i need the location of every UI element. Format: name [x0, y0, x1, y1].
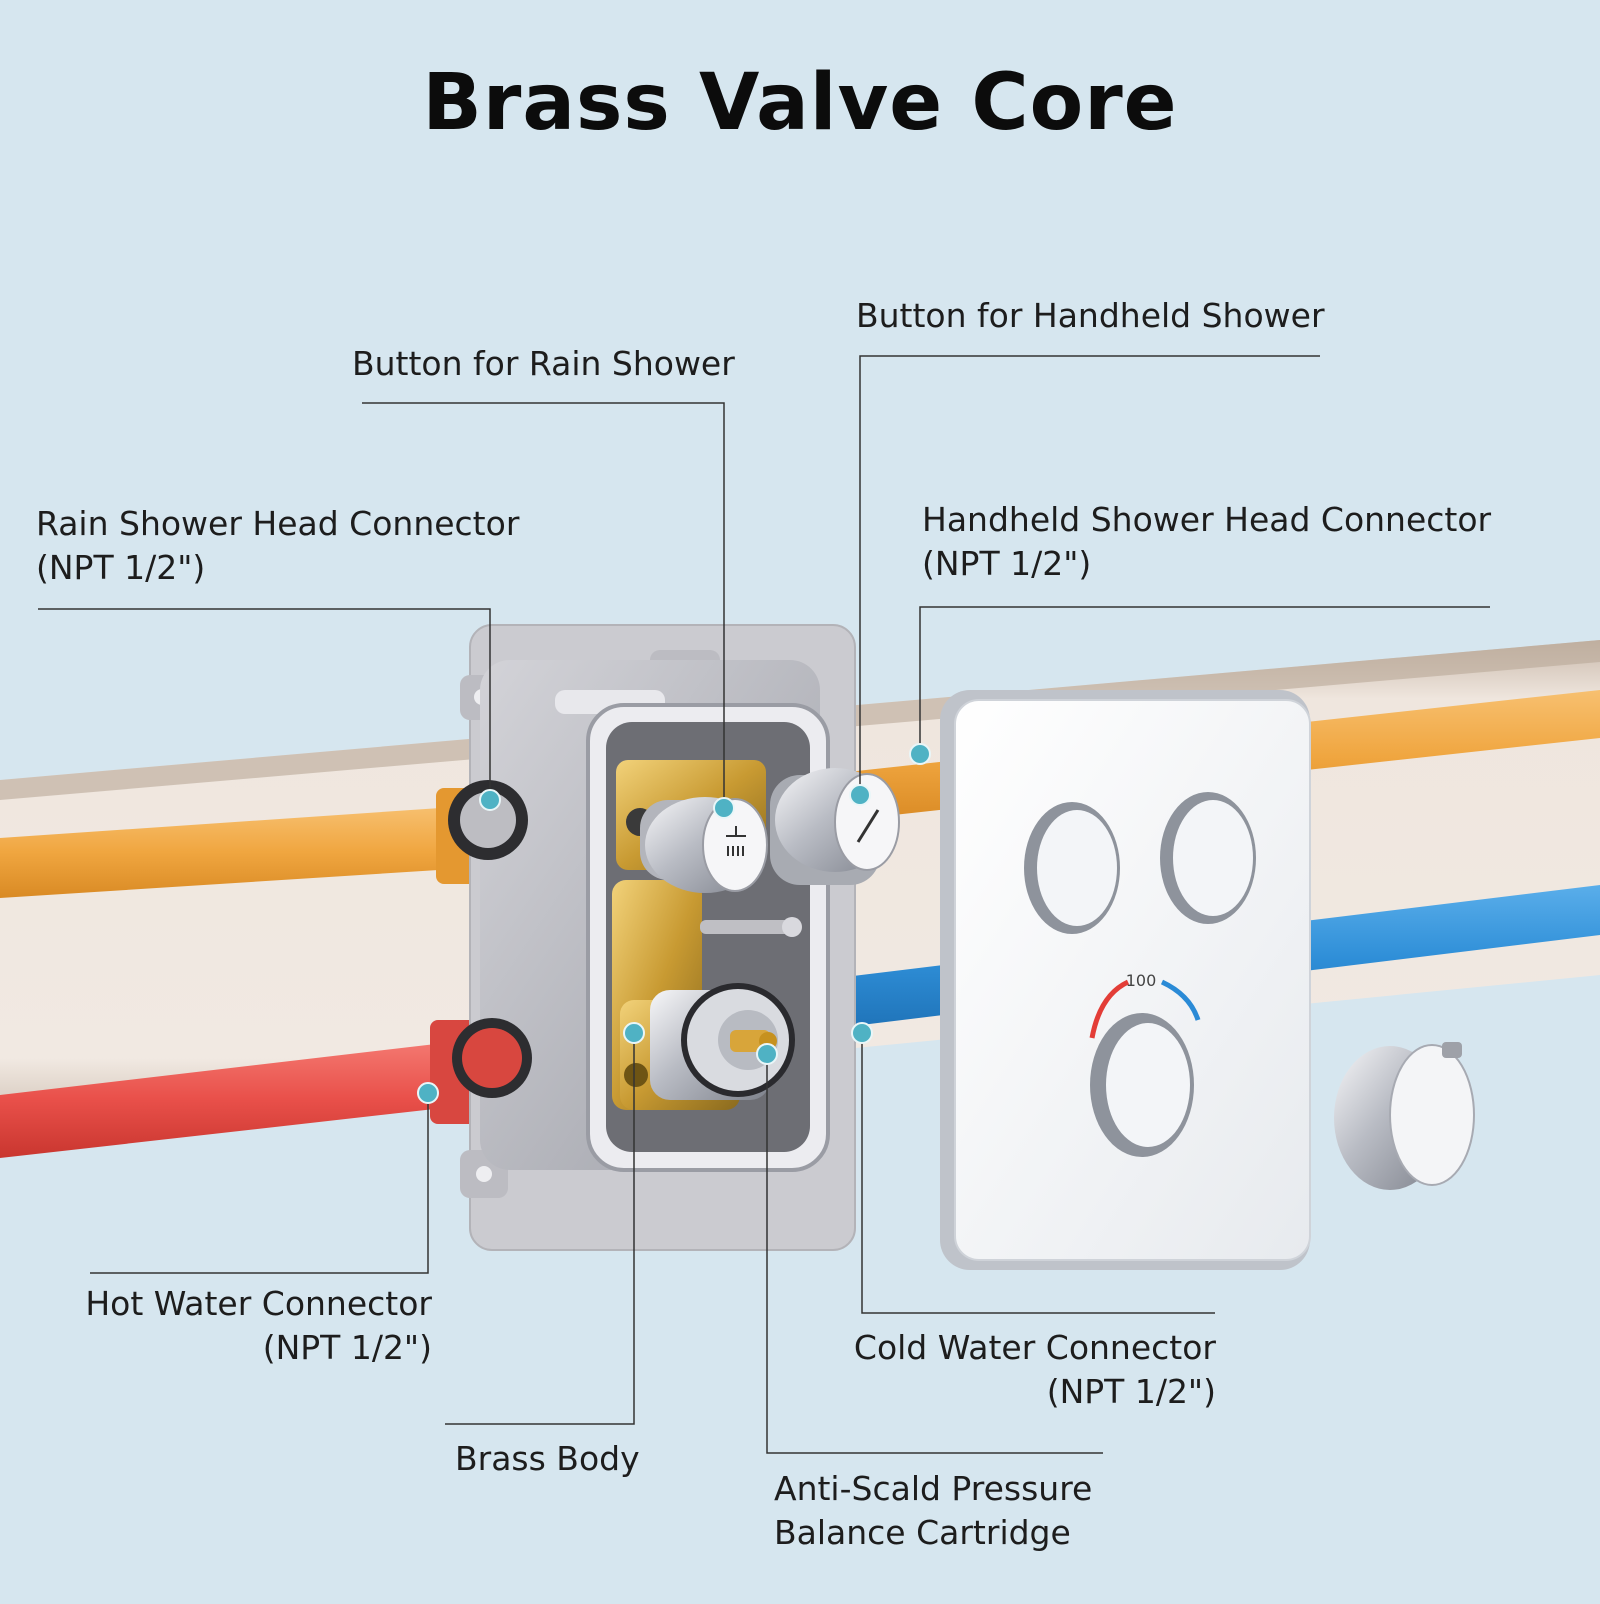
- rain-shower-button: [645, 797, 768, 893]
- label-brass-body-text: Brass Body: [455, 1439, 640, 1478]
- leader-lines: [38, 355, 1490, 1454]
- label-hot-connector: Hot Water Connector (NPT 1/2"): [40, 1282, 432, 1370]
- dial-marking: 100: [1126, 971, 1157, 990]
- label-handheld-connector-line1: Handheld Shower Head Connector: [922, 500, 1492, 539]
- label-rain-connector-line2: (NPT 1/2"): [36, 548, 206, 587]
- handheld-shower-button: [775, 768, 900, 872]
- rain-outlet-pipe: [0, 806, 470, 898]
- temperature-dial-hole: [1090, 1013, 1194, 1157]
- label-handheld-connector: Handheld Shower Head Connector (NPT 1/2"…: [922, 498, 1491, 586]
- hot-water-pipe: [0, 1040, 470, 1158]
- callout-dot-hot: [417, 1082, 439, 1104]
- trim-plate: 100: [940, 690, 1311, 1270]
- hot-indicator-arc: [1089, 979, 1130, 1039]
- handheld-shower-icon: [856, 809, 880, 843]
- cold-indicator-arc: [1160, 979, 1201, 1021]
- label-cold-line2: (NPT 1/2"): [1046, 1372, 1216, 1411]
- leader-rain-button: [362, 402, 725, 805]
- label-hot-line2: (NPT 1/2"): [262, 1328, 432, 1367]
- leader-hot: [90, 1093, 429, 1274]
- label-cartridge-line2: Balance Cartridge: [774, 1513, 1071, 1552]
- label-handheld-connector-line2: (NPT 1/2"): [922, 544, 1092, 583]
- label-brass-body: Brass Body: [455, 1437, 640, 1481]
- label-cold-line1: Cold Water Connector: [853, 1328, 1216, 1367]
- leader-brass-body: [445, 1033, 635, 1425]
- rain-shower-icon: [726, 826, 746, 856]
- leader-handheld-connector: [919, 606, 1490, 754]
- label-rain-button-text: Button for Rain Shower: [352, 344, 735, 383]
- label-rain-connector: Rain Shower Head Connector (NPT 1/2"): [36, 502, 519, 590]
- handheld-diverter-hole: [1160, 792, 1256, 924]
- callout-dot-rain-button: [713, 797, 735, 819]
- label-handheld-button-text: Button for Handheld Shower: [856, 296, 1325, 335]
- rain-diverter-hole: [1024, 802, 1120, 934]
- pressure-balance-cartridge: [650, 983, 795, 1100]
- callout-dot-rain-connector: [479, 789, 501, 811]
- callout-dot-handheld-connector: [909, 743, 931, 765]
- label-cartridge: Anti-Scald Pressure Balance Cartridge: [774, 1467, 1092, 1555]
- callout-dot-handheld-button: [849, 784, 871, 806]
- page-title: Brass Valve Core: [422, 58, 1178, 148]
- leader-cartridge: [766, 1054, 1103, 1454]
- callout-dot-cold: [851, 1022, 873, 1044]
- label-cartridge-line1: Anti-Scald Pressure: [774, 1469, 1093, 1508]
- label-handheld-button: Button for Handheld Shower: [856, 294, 1325, 338]
- temperature-handle: [1334, 1042, 1475, 1190]
- leader-cold: [861, 1033, 1215, 1314]
- leader-handheld-button: [859, 355, 1320, 795]
- label-hot-line1: Hot Water Connector: [85, 1284, 432, 1323]
- callout-dot-brass-body: [623, 1022, 645, 1044]
- label-rain-connector-line1: Rain Shower Head Connector: [36, 504, 520, 543]
- leader-rain-connector: [38, 608, 491, 800]
- label-cold-connector: Cold Water Connector (NPT 1/2"): [820, 1326, 1216, 1414]
- callout-dot-cartridge: [756, 1043, 778, 1065]
- label-rain-button: Button for Rain Shower: [352, 342, 735, 386]
- callout-dots: [417, 743, 931, 1104]
